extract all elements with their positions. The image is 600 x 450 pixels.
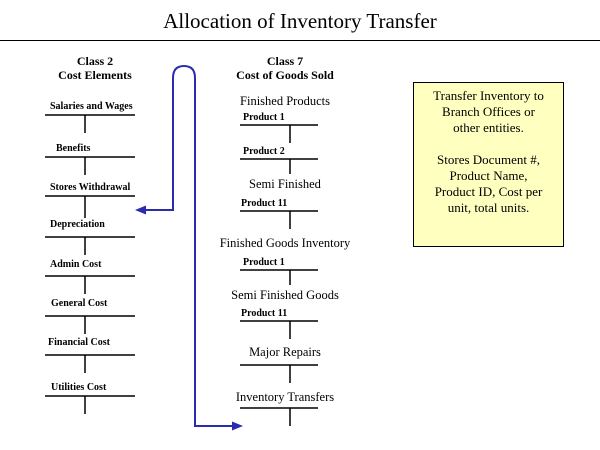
arrowhead-left-icon [135,205,146,215]
account-label: Depreciation [50,219,105,230]
t-account-benefits [45,156,135,175]
note-line: Branch Offices or [442,104,535,119]
transfer-flow-arrow [135,64,243,431]
t-account-finished-product-2 [240,158,318,174]
t-account-salaries-and-wages [45,114,135,133]
class7-heading-line2: Cost of Goods Sold [236,68,334,82]
class7-t-accounts [240,124,318,426]
t-account-semi-finished-goods-product-11 [240,320,318,339]
note-line: Product Name, [449,168,528,183]
note-line: Product ID, Cost per [434,184,543,199]
arrowhead-right-icon [232,421,243,431]
group-label: Major Repairs [249,345,321,359]
note-line: unit, total units. [447,200,530,215]
t-account-depreciation [45,236,135,255]
t-account-admin-cost [45,275,135,294]
class7-heading-line1: Class 7 [266,54,304,68]
t-account-general-cost [45,315,135,334]
note-line: Transfer Inventory to [433,88,544,103]
t-account-major-repairs [240,364,318,383]
account-label: Admin Cost [50,259,102,270]
page-title: Allocation of Inventory Transfer [163,9,437,33]
account-label: Product 1 [243,112,285,123]
class2-t-accounts [45,114,135,414]
account-label: Benefits [56,143,91,154]
group-label: Finished Products [240,94,330,108]
account-label: General Cost [51,298,108,309]
note-line: Stores Document #, [437,152,540,167]
group-label: Inventory Transfers [235,390,335,404]
group-label: Finished Goods Inventory [219,236,351,250]
transfer-note-box: Transfer Inventory to Branch Offices or … [413,82,564,247]
account-label: Product 2 [243,146,285,157]
t-account-finished-goods-product-1 [240,269,318,285]
t-account-finished-product-1 [240,124,318,143]
t-account-financial-cost [45,354,135,373]
class7-heading: Class 7 Cost of Goods Sold [215,54,355,82]
note-spacer [414,136,563,152]
t-account-inventory-transfers [240,407,318,426]
group-label: Semi Finished Goods [231,288,339,302]
class2-heading-line2: Cost Elements [58,68,132,82]
account-label: Product 11 [241,308,288,319]
note-line: other entities. [453,120,524,135]
account-label: Stores Withdrawal [50,182,131,193]
group-label: Semi Finished [249,177,321,191]
class2-heading: Class 2 Cost Elements [40,54,150,82]
account-label: Utilities Cost [51,382,107,393]
class2-heading-line1: Class 2 [76,54,114,68]
t-account-semi-finished-product-11 [240,210,318,229]
account-label: Financial Cost [48,337,110,348]
account-label: Salaries and Wages [50,101,133,112]
account-label: Product 1 [243,257,285,268]
title-bar: Allocation of Inventory Transfer [0,0,600,41]
t-account-utilities-cost [45,395,135,414]
t-account-stores-withdrawal [45,195,135,218]
account-label: Product 11 [241,198,288,209]
